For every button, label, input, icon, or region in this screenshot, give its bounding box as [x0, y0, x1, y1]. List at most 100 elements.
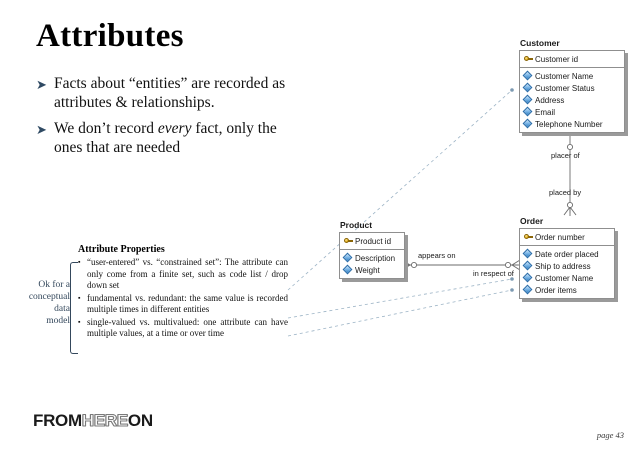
attribute-label: Customer id — [535, 54, 579, 64]
attribute-row[interactable]: Customer Status — [523, 82, 620, 94]
brand-logo: FROMHEREON — [33, 411, 153, 430]
attribute-row[interactable]: Address — [523, 94, 620, 106]
attribute-label: Order items — [535, 285, 577, 295]
entity-title: Product — [340, 220, 373, 230]
bullet-text-post: fact, only the ones that are needed — [54, 120, 277, 156]
attribute-label: Ship to address — [535, 261, 591, 271]
entity-key-section: Product id — [340, 233, 404, 250]
bullet-text-emphasis: every — [157, 120, 192, 137]
key-icon — [523, 54, 533, 64]
square-bullet-icon: ▪ — [78, 258, 81, 266]
crowsfoot-leg — [563, 206, 571, 216]
entity-box[interactable]: Order number Date order placed Ship to a… — [519, 228, 615, 299]
crowsfoot-leg — [569, 206, 577, 216]
optionality-circle-placed — [566, 201, 574, 209]
entity-order[interactable]: Order Order number Date order placed Shi… — [519, 216, 615, 299]
optionality-circle-placer — [566, 143, 574, 151]
relationship-label-placer-of: placer of — [551, 151, 580, 160]
list-item: ▪ single-valued vs. multivalued: one att… — [78, 317, 288, 340]
attribute-properties-block: Attribute Properties ▪ “user-entered” vs… — [78, 244, 288, 341]
page-number: page 43 — [596, 430, 624, 440]
entity-key-section: Customer id — [520, 51, 624, 68]
annotation-line: data — [54, 304, 70, 314]
attribute-properties-heading: Attribute Properties — [78, 244, 165, 255]
diamond-icon — [523, 83, 533, 93]
attribute-label: Order number — [535, 232, 585, 242]
attribute-label: Customer Status — [535, 83, 595, 93]
list-item: ▪ fundamental vs. redundant: the same va… — [78, 293, 288, 316]
attribute-row[interactable]: Description — [343, 252, 400, 264]
square-bullet-icon: ▪ — [78, 317, 81, 326]
attribute-label: Description — [355, 253, 396, 263]
bullet-text-pre: We don’t record — [54, 120, 158, 137]
list-item: ➤ We don’t record every fact, only the o… — [36, 119, 286, 157]
diamond-icon — [343, 265, 353, 275]
property-text: fundamental vs. redundant: the same valu… — [87, 292, 288, 315]
bullet-list: ➤ Facts about “entities” are recorded as… — [36, 74, 286, 164]
attribute-row[interactable]: Date order placed — [523, 248, 610, 260]
attribute-row[interactable]: Ship to address — [523, 260, 610, 272]
logo-part-from: FROM — [33, 411, 82, 430]
attribute-row[interactable]: Customer Name — [523, 70, 620, 82]
relationship-label-appears-on: appears on — [418, 251, 456, 260]
attribute-row[interactable]: Order items — [523, 284, 610, 296]
annotation-label: Ok for a conceptual data model — [2, 279, 70, 327]
entity-attribute-section: Date order placed Ship to address Custom… — [520, 246, 614, 298]
diamond-icon — [523, 261, 533, 271]
attribute-row[interactable]: Weight — [343, 264, 400, 276]
bullet-text: Facts about “entities” are recorded as a… — [54, 75, 286, 111]
attribute-row[interactable]: Order number — [523, 231, 610, 243]
entity-box[interactable]: Product id Description Weight — [339, 232, 405, 279]
key-icon — [343, 236, 353, 246]
callout-dot — [510, 88, 514, 92]
annotation-line: model — [46, 316, 70, 326]
relationship-label-in-respect-of: in respect of — [473, 269, 514, 278]
relationship-customer-order — [563, 133, 577, 216]
arrow-bullet-icon: ➤ — [36, 122, 47, 137]
entity-attribute-section: Customer Name Customer Status Address Em… — [520, 68, 624, 132]
entity-customer[interactable]: Customer Customer id Customer Name Custo… — [519, 38, 625, 133]
attribute-row[interactable]: Product id — [343, 235, 400, 247]
arrow-bullet-icon: ➤ — [36, 77, 47, 92]
diamond-icon — [523, 285, 533, 295]
diamond-icon — [523, 95, 533, 105]
attribute-label: Email — [535, 107, 556, 117]
key-icon — [523, 232, 533, 242]
diamond-icon — [523, 71, 533, 81]
diamond-icon — [523, 107, 533, 117]
attribute-label: Customer Name — [535, 273, 594, 283]
entity-key-section: Order number — [520, 229, 614, 246]
attribute-label: Date order placed — [535, 249, 599, 259]
callout-line-order-customer-name — [287, 278, 513, 319]
diamond-icon — [523, 119, 533, 129]
optionality-circle-appears-on — [410, 261, 418, 269]
attribute-label: Telephone Number — [535, 119, 603, 129]
attribute-label: Customer Name — [535, 71, 594, 81]
attribute-label: Address — [535, 95, 565, 105]
entity-attribute-section: Description Weight — [340, 250, 404, 278]
list-item: ➤ Facts about “entities” are recorded as… — [36, 74, 286, 112]
attribute-row[interactable]: Telephone Number — [523, 118, 620, 130]
logo-part-here: HERE — [81, 411, 128, 430]
callout-line-order-items — [287, 289, 513, 337]
callout-endpoints — [510, 88, 514, 292]
annotation-line: conceptual — [28, 292, 70, 302]
property-text: single-valued vs. multivalued: one attri… — [87, 316, 288, 339]
bullet-text: We don’t record every fact, only the one… — [54, 119, 286, 157]
attribute-row[interactable]: Customer Name — [523, 272, 610, 284]
attribute-label: Weight — [355, 265, 380, 275]
annotation-line: Ok for a — [38, 280, 70, 290]
logo-part-on: ON — [127, 411, 153, 430]
diamond-icon — [523, 273, 533, 283]
callout-dot — [510, 288, 514, 292]
optionality-circle-in-respect-of — [504, 261, 512, 269]
property-text: “user-entered” vs. “constrained set”: Th… — [87, 257, 288, 290]
relationship-label-placed-by: placed by — [549, 188, 582, 197]
callout-lines — [287, 89, 513, 337]
entity-product[interactable]: Product Product id Description Weight — [339, 220, 405, 279]
square-bullet-icon: ▪ — [78, 293, 81, 302]
attribute-row[interactable]: Customer id — [523, 53, 620, 65]
attribute-row[interactable]: Email — [523, 106, 620, 118]
entity-box[interactable]: Customer id Customer Name Customer Statu… — [519, 50, 625, 133]
